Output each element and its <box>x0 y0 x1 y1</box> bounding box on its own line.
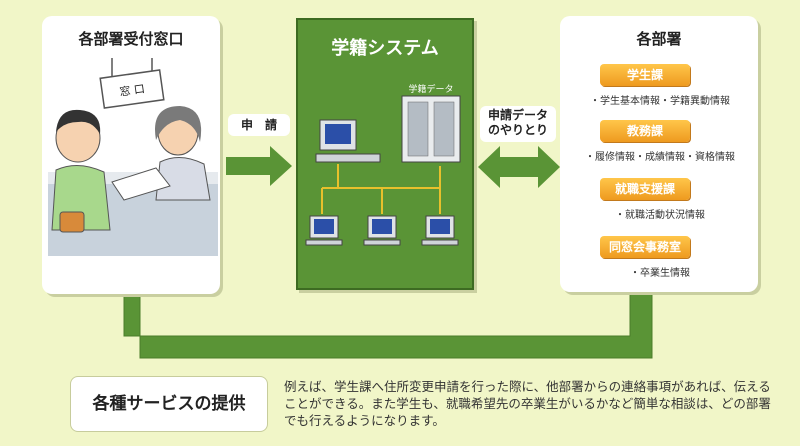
window-sign <box>99 69 165 109</box>
exchange-label: 申請データ のやりとり <box>480 106 556 142</box>
dept-alumni-office: 同窓会事務室 <box>600 236 690 258</box>
exchange-label-line1: 申請データ <box>487 108 548 122</box>
staff-hair <box>155 106 202 142</box>
exchange-arrow <box>478 146 560 188</box>
services-title: 各種サービスの提供 <box>70 376 268 432</box>
dept-career-support: 就職支援課 <box>600 178 690 200</box>
application-label: 申 請 <box>228 114 290 136</box>
paper-document <box>111 167 171 201</box>
dept-student-affairs-desc: ・学生基本情報・学籍異動情報 <box>590 96 730 107</box>
application-arrow <box>226 146 292 186</box>
dept-student-affairs: 学生課 <box>600 64 690 86</box>
student-bag <box>59 211 85 233</box>
main-pc-keyboard <box>315 153 381 163</box>
dept-career-support-desc: ・就職活動状況情報 <box>615 210 705 221</box>
dept-alumni-office-desc: ・卒業生情報 <box>630 268 690 279</box>
window-sign-text: 窓 口 <box>119 81 146 98</box>
dept-academic-affairs-desc: ・履修情報・成績情報・資格情報 <box>585 152 735 163</box>
services-description: 例えば、学生課へ住所変更申請を行った際に、他部署からの連絡事項があれば、伝えるこ… <box>284 379 771 428</box>
dept-academic-affairs: 教務課 <box>600 120 690 142</box>
staff-uniform <box>155 157 211 201</box>
exchange-label-line2: のやりとり <box>487 123 548 137</box>
system-title: 学籍システム <box>331 38 439 59</box>
server-label: 学籍データ <box>408 83 453 95</box>
reception-title: 各部署受付窓口 <box>78 30 184 48</box>
departments-title: 各部署 <box>636 30 682 48</box>
student-hair <box>56 109 101 134</box>
